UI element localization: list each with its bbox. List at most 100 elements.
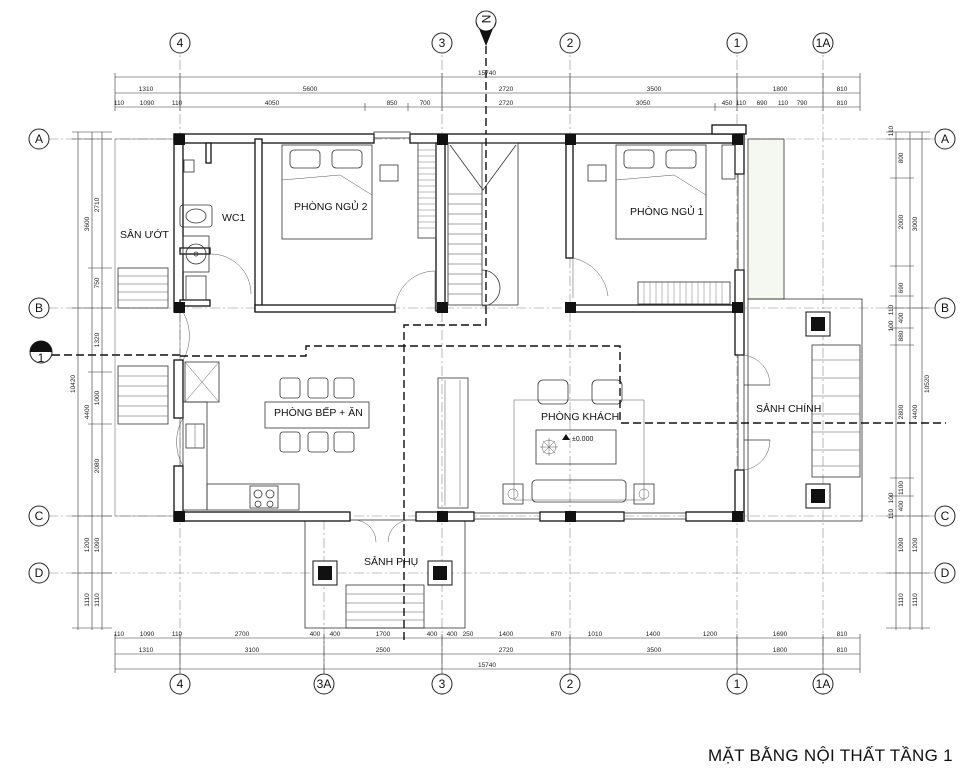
svg-text:15740: 15740 [478,662,496,669]
svg-text:2700: 2700 [235,631,250,638]
svg-text:B: B [941,301,949,315]
svg-text:3600: 3600 [84,216,91,231]
grid-bubble-c-right: C [934,505,956,527]
svg-text:1110: 1110 [912,593,919,607]
svg-text:1310: 1310 [139,647,154,654]
svg-text:10520: 10520 [924,375,931,393]
windows [373,131,745,520]
svg-text:1400: 1400 [646,631,661,638]
svg-text:1090: 1090 [140,631,155,638]
svg-text:100: 100 [888,492,895,503]
svg-text:2720: 2720 [499,100,514,107]
grid-bubble-2-bottom: 2 [559,673,581,695]
grid-bubble-b-right: B [934,297,956,319]
grid-bubble-1a-bottom: 1A [812,673,834,695]
dimensions-top: 15740 1310 5600 2720 3500 1800 810 110 1… [114,70,861,111]
svg-text:1800: 1800 [773,86,788,93]
svg-text:1320: 1320 [94,332,101,347]
svg-text:±0.000: ±0.000 [572,436,593,443]
grid-bubble-1-top: 1 [726,32,748,54]
svg-text:110: 110 [172,631,183,638]
wet-yard-area [114,138,181,517]
svg-text:1110: 1110 [898,593,905,607]
svg-text:1200: 1200 [912,537,919,552]
svg-text:790: 790 [797,100,808,107]
svg-text:1110: 1110 [84,593,91,607]
svg-text:2500: 2500 [376,647,391,654]
svg-text:1090: 1090 [898,537,905,552]
grid-bubble-2-top: 2 [559,32,581,54]
svg-text:3A: 3A [317,677,332,691]
svg-text:400: 400 [330,631,341,638]
svg-text:C: C [941,509,950,523]
svg-text:3: 3 [439,677,446,691]
kitchen-fixtures [182,361,370,511]
wc-fixtures [179,159,213,301]
svg-text:1700: 1700 [376,631,391,638]
svg-text:400: 400 [447,631,458,638]
label-main-hall: SẢNH CHÍNH [756,402,821,415]
side-porch [304,519,466,629]
svg-text:A: A [35,132,43,146]
balcony-planter [747,138,785,300]
svg-text:110: 110 [888,304,895,315]
svg-text:A: A [941,132,949,146]
staircase [417,142,519,307]
grid-bubble-d-right: D [934,562,956,584]
structural-columns [174,134,743,522]
label-bedroom-2: PHÒNG NGỦ 2 [294,200,368,213]
svg-text:1A: 1A [816,36,831,50]
level-mark: ±0.000 [562,434,593,443]
north-arrow-icon: N [475,10,497,46]
label-living: PHÒNG KHÁCH [541,410,619,423]
plant-icon [540,438,558,456]
grid-bubble-d-left: D [28,562,50,584]
svg-text:110: 110 [114,631,125,638]
svg-text:1090: 1090 [140,100,155,107]
dimensions-right: 10520 3000 4400 1200 1110 800 2000 690 4… [886,125,931,630]
svg-text:10420: 10420 [70,375,77,393]
svg-text:3500: 3500 [647,86,662,93]
grid-bubble-4-bottom: 4 [169,673,191,695]
svg-text:2800: 2800 [898,404,905,419]
svg-text:4: 4 [177,677,184,691]
bedroom-2-bed [281,144,399,240]
svg-text:B: B [35,301,43,315]
grid-bubble-3-top: 3 [431,32,453,54]
svg-text:400: 400 [898,500,905,511]
svg-text:400: 400 [427,631,438,638]
svg-text:110: 110 [778,100,789,107]
doors [176,253,771,471]
svg-text:800: 800 [898,152,905,163]
svg-text:3: 3 [439,36,446,50]
svg-text:1010: 1010 [588,631,603,638]
label-wc: WC1 [222,212,245,224]
svg-text:1: 1 [38,351,45,365]
svg-text:3100: 3100 [245,647,260,654]
svg-text:1000: 1000 [94,390,101,405]
grid-bubble-c-left: C [28,505,50,527]
svg-text:810: 810 [837,647,848,654]
grid-bubble-4-top: 4 [169,32,191,54]
svg-text:670: 670 [551,631,562,638]
svg-text:1: 1 [734,36,741,50]
svg-text:3000: 3000 [912,216,919,231]
grid-bubble-3a-bottom: 3A [313,673,335,695]
svg-text:4400: 4400 [84,404,91,419]
svg-text:2: 2 [567,36,574,50]
room-labels: PHÒNG NGỦ 2 PHÒNG NGỦ 1 WC1 SÂN ƯỚT PHÒN… [120,200,821,568]
dimensions-bottom: 110 1090 110 2700 400 400 1700 400 400 2… [114,631,861,673]
svg-text:4: 4 [177,36,184,50]
svg-text:1100: 1100 [898,481,905,495]
svg-text:1110: 1110 [94,593,101,607]
svg-text:3050: 3050 [636,100,651,107]
svg-text:4050: 4050 [265,100,280,107]
svg-text:5600: 5600 [303,86,318,93]
svg-text:1A: 1A [816,677,831,691]
svg-text:690: 690 [898,282,905,293]
svg-text:D: D [941,566,950,580]
svg-text:2000: 2000 [898,214,905,229]
svg-text:810: 810 [837,86,848,93]
svg-text:750: 750 [94,277,101,288]
svg-text:850: 850 [387,100,398,107]
